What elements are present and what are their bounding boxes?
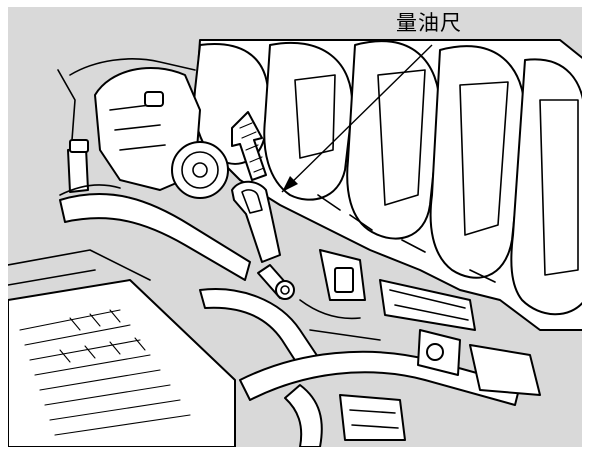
lower-right-components — [299, 249, 541, 441]
dipstick-callout-label: 量油尺 — [396, 11, 462, 35]
dipstick — [231, 180, 295, 300]
arrow-up-icon — [231, 111, 267, 181]
radiator — [8, 249, 236, 447]
intake-manifold — [193, 39, 582, 331]
left-components — [57, 58, 229, 199]
leader-line — [281, 44, 433, 193]
hoses — [59, 193, 521, 447]
